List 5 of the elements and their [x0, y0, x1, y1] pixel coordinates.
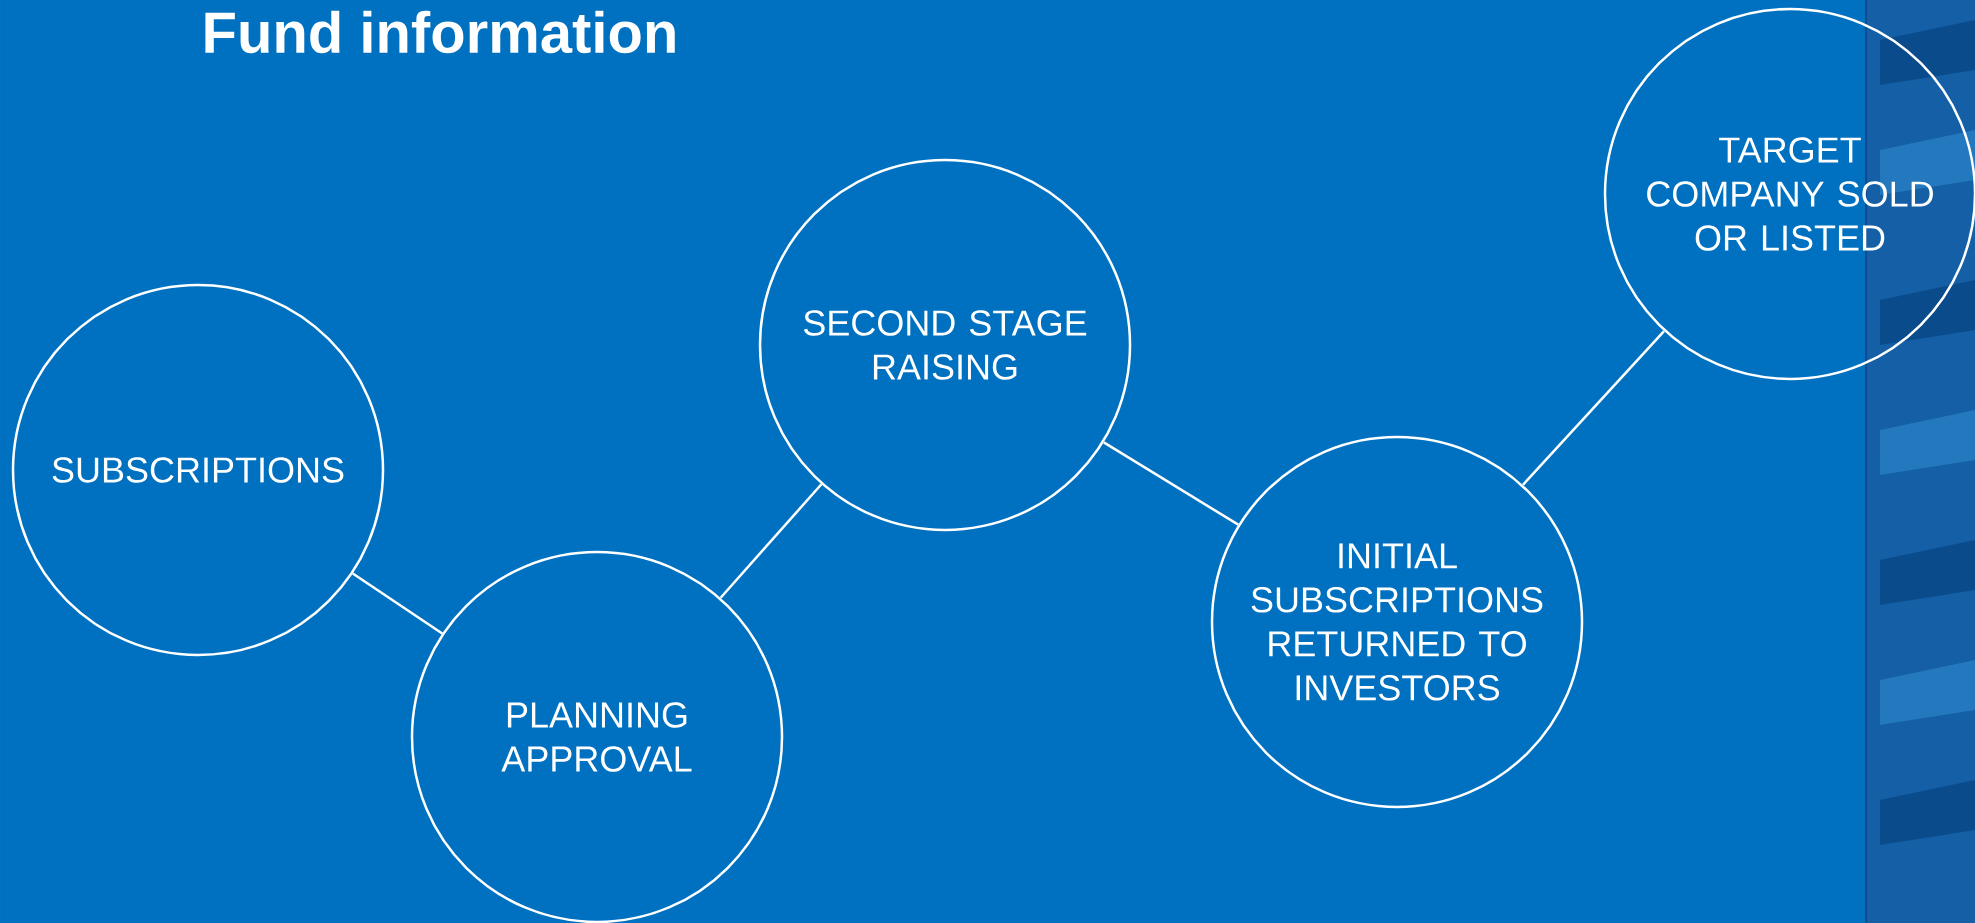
- connector-line: [352, 572, 443, 635]
- title: Fund information: [205, 10, 675, 54]
- connector-line: [719, 483, 823, 599]
- connector-line: [1522, 330, 1665, 486]
- connector-line: [1103, 441, 1239, 526]
